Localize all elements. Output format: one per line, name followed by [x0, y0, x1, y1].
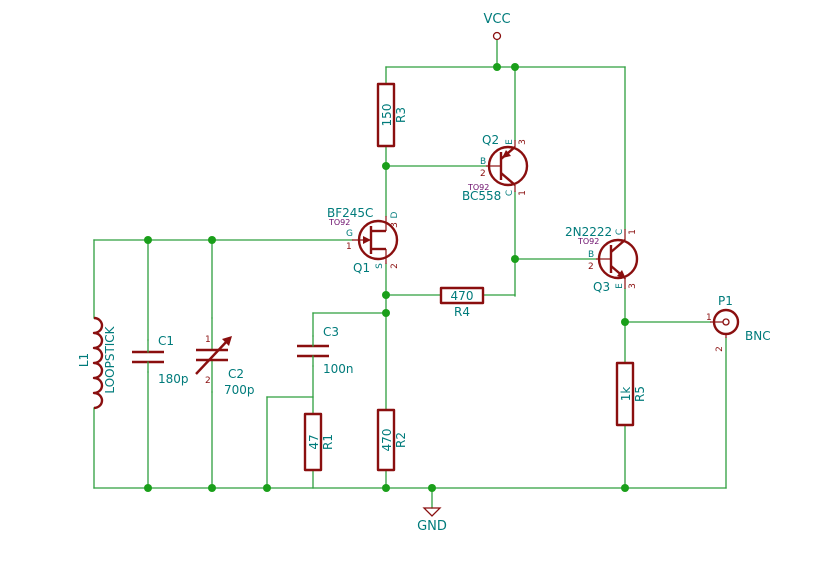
junction-dots	[144, 63, 629, 492]
r4-value: 470	[451, 289, 474, 303]
r5-ref: R5	[633, 386, 647, 402]
gnd-label: GND	[417, 519, 447, 534]
r5-value: 1k	[619, 387, 633, 402]
q3-pin-e-name: E	[615, 283, 625, 289]
resistor-r4[interactable]: 470 R4	[439, 286, 485, 319]
q1-pin-s-num: 2	[390, 263, 400, 269]
q1-ref: Q1	[353, 261, 370, 275]
r3-ref: R3	[394, 107, 408, 123]
c2-pin1: 1	[205, 335, 211, 345]
capacitor-c3[interactable]: C3 100n	[297, 325, 354, 376]
inductor-l1[interactable]: L1 LOOPSTICK	[77, 316, 117, 410]
q1-value: BF245C	[327, 206, 373, 220]
q2-pin-c-name: C	[505, 190, 515, 196]
q3-pin-c-num: 1	[628, 229, 638, 235]
p1-value: BNC	[745, 329, 771, 343]
q1-pin-g-num: 1	[346, 242, 352, 252]
p1-pin1: 1	[706, 313, 712, 323]
p1-pin2: 2	[715, 346, 725, 352]
resistor-r2[interactable]: 470 R2	[376, 408, 408, 472]
q2-value: BC558	[462, 189, 501, 203]
transistor-q3-npn[interactable]: 2N2222 TO92 Q3 B 2 C 1 E 3	[565, 225, 639, 294]
q1-pin-g-name: G	[346, 229, 353, 239]
vcc-symbol: VCC	[483, 12, 511, 41]
l1-ref: L1	[77, 353, 91, 367]
c2-value: 700p	[224, 383, 255, 397]
c3-value: 100n	[323, 362, 354, 376]
q2-pin-c-num: 1	[518, 190, 528, 196]
p1-ref: P1	[718, 294, 733, 308]
vcc-label: VCC	[483, 12, 510, 27]
c2-ref: C2	[228, 367, 244, 381]
capacitor-c2-variable[interactable]: 1 2 C2 700p	[195, 317, 255, 397]
q3-pin-b-name: B	[588, 250, 594, 260]
c3-ref: C3	[323, 325, 339, 339]
q1-pin-s-name: S	[375, 263, 385, 269]
r1-ref: R1	[321, 434, 335, 450]
gnd-symbol: GND	[417, 507, 447, 534]
q1-package: TO92	[328, 218, 350, 227]
transistor-q1-jfet[interactable]: BF245C TO92 Q1 G 1 D 3 S 2	[327, 206, 400, 275]
l1-value: LOOPSTICK	[103, 325, 117, 393]
r1-value: 47	[307, 434, 321, 449]
q1-pin-d-name: D	[390, 211, 400, 218]
capacitor-c1[interactable]: C1 180p	[132, 334, 189, 386]
r4-ref: R4	[454, 305, 470, 319]
q3-pin-e-num: 3	[628, 283, 638, 289]
wires	[93, 39, 727, 509]
resistor-r5[interactable]: 1k R5	[615, 361, 647, 427]
resistor-r1[interactable]: 47 R1	[303, 412, 335, 472]
r2-value: 470	[380, 429, 394, 452]
q3-pin-b-num: 2	[588, 262, 594, 272]
q2-pin-e-num: 3	[518, 139, 528, 145]
c2-pin2: 2	[205, 376, 211, 386]
q3-ref: Q3	[593, 280, 610, 294]
q3-pin-c-name: C	[615, 229, 625, 235]
c1-value: 180p	[158, 372, 189, 386]
r2-ref: R2	[394, 432, 408, 448]
q3-value: 2N2222	[565, 225, 612, 239]
resistor-r3[interactable]: 150 R3	[376, 82, 408, 148]
q3-package: TO92	[577, 237, 599, 246]
transistor-q2-pnp[interactable]: Q2 TO92 BC558 B 2 E 3 C 1	[462, 133, 529, 203]
connector-p1-bnc[interactable]: P1 BNC 1 2	[706, 294, 771, 352]
c1-ref: C1	[158, 334, 174, 348]
q2-pin-b-name: B	[480, 157, 486, 167]
r3-value: 150	[380, 104, 394, 127]
q2-ref: Q2	[482, 133, 499, 147]
q2-pin-b-num: 2	[480, 169, 486, 179]
q2-package: TO92	[467, 183, 489, 192]
q2-pin-e-name: E	[505, 139, 515, 145]
q1-pin-d-num: 3	[390, 222, 400, 228]
